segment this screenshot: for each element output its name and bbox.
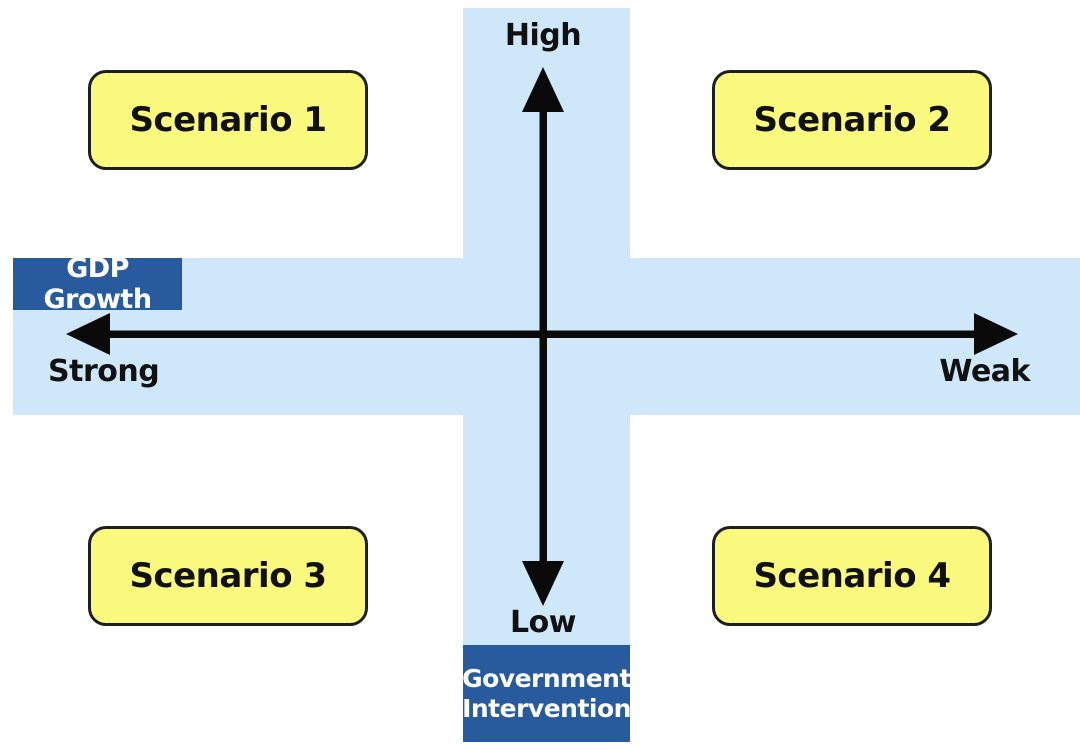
vertical-axis-arrow xyxy=(522,67,564,606)
quadrant-box-scenario-2: Scenario 2 xyxy=(712,70,992,170)
horizontal-axis-weak-label: Weak xyxy=(939,354,1030,389)
vertical-axis-title-line1: Government xyxy=(462,664,631,693)
vertical-axis-title-badge: Government Intervention xyxy=(462,645,631,742)
horizontal-axis-title-badge: GDP Growth xyxy=(13,253,182,315)
vertical-axis-low-label: Low xyxy=(510,605,576,640)
quadrant-box-scenario-3: Scenario 3 xyxy=(88,526,368,626)
quadrant-box-scenario-4: Scenario 4 xyxy=(712,526,992,626)
horizontal-axis-strong-label: Strong xyxy=(48,354,160,389)
quadrant-box-scenario-1: Scenario 1 xyxy=(88,70,368,170)
vertical-axis-high-label: High xyxy=(504,18,582,53)
vertical-axis-title-line2: Intervention xyxy=(462,693,631,723)
